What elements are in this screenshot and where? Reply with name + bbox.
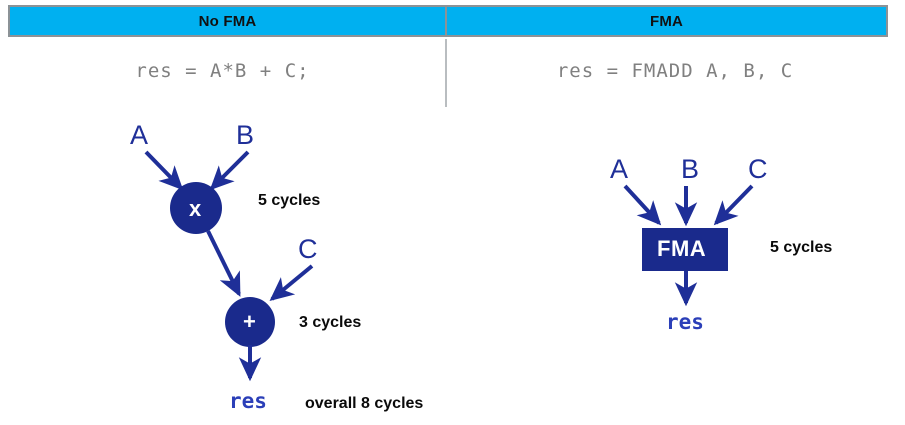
input-label-b-no-fma: B [236, 120, 255, 150]
output-label-res-fma: res [666, 310, 704, 334]
arrow-a-to-fma [623, 184, 662, 226]
column-divider [445, 39, 447, 107]
arrow-multiply-to-add [206, 230, 241, 297]
node-multiply-glyph: x [189, 196, 202, 221]
output-label-res-no-fma: res [229, 389, 267, 413]
input-label-c-fma: C [748, 154, 768, 184]
input-label-a-no-fma: A [130, 120, 149, 150]
code-line-fma: res = FMADD A, B, C [556, 60, 794, 82]
arrow-b-to-multiply [209, 150, 250, 191]
header-title-fma: FMA [649, 12, 684, 30]
arrow-c-to-add [269, 264, 314, 302]
node-fma-glyph: FMA [657, 236, 707, 261]
latency-label-add: 3 cycles [299, 314, 362, 331]
header-title-no-fma: No FMA [198, 12, 257, 30]
header-cell-fma: FMA [447, 7, 886, 35]
input-label-c-no-fma: C [298, 234, 318, 264]
comparison-header-band: No FMA FMA [8, 5, 888, 37]
arrow-a-to-multiply [144, 150, 184, 191]
arrow-c-to-fma [713, 184, 754, 226]
input-label-a-fma: A [610, 154, 629, 184]
code-line-no-fma: res = A*B + C; [135, 60, 310, 82]
header-cell-no-fma: No FMA [10, 7, 447, 35]
total-latency-label: overall 8 cycles [305, 395, 424, 412]
input-label-b-fma: B [681, 154, 700, 184]
latency-label-fma: 5 cycles [770, 239, 833, 256]
latency-label-multiply: 5 cycles [258, 192, 321, 209]
node-add-glyph: + [243, 309, 256, 334]
